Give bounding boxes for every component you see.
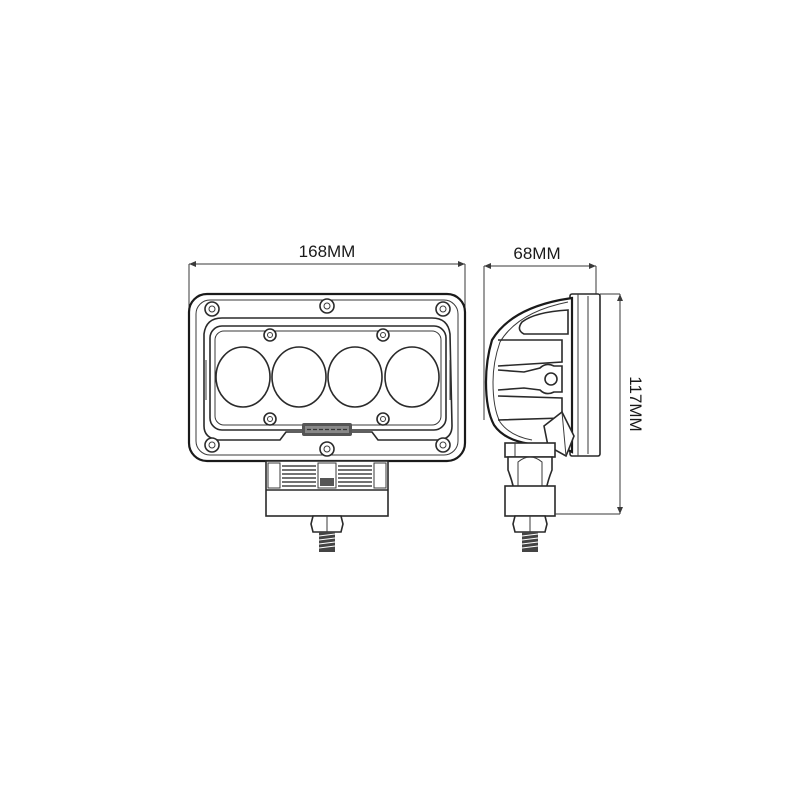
led-lens-4 (384, 346, 440, 408)
bolt-icon (319, 441, 335, 457)
screw-icon (263, 412, 277, 426)
side-bracket (504, 442, 556, 552)
height-dimension: 117MM (600, 293, 645, 515)
depth-dimension: 68MM (483, 244, 597, 420)
logo-badge (302, 423, 352, 436)
screw-icon (263, 328, 277, 342)
depth-label: 68MM (513, 244, 560, 263)
bolt-icon (435, 437, 451, 453)
led-lenses (215, 346, 440, 408)
led-lens-3 (327, 346, 383, 408)
led-lens-2 (271, 346, 327, 408)
bolt-icon (319, 298, 335, 314)
bolt-icon (204, 437, 220, 453)
bolt-icon (435, 301, 451, 317)
side-view (484, 293, 601, 552)
height-label: 117MM (626, 376, 645, 431)
bolt-icon (204, 301, 220, 317)
mounting-bolt (310, 515, 344, 552)
outer-bolts (204, 298, 451, 457)
width-dimension: 168MM (188, 242, 466, 310)
inner-screws (263, 328, 390, 426)
front-view (187, 292, 467, 552)
led-lens-1 (215, 346, 271, 408)
mounting-bracket (265, 460, 389, 517)
width-label: 168MM (299, 242, 356, 261)
screw-icon (376, 412, 390, 426)
screw-icon (376, 328, 390, 342)
